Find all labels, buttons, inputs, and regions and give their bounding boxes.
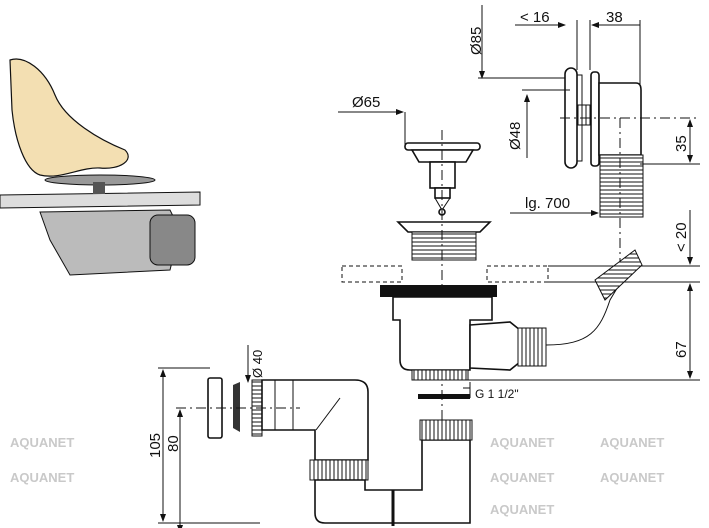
watermarks: AQUANET AQUANET AQUANET AQUANET AQUANET … (10, 435, 664, 517)
dim-outlet-height: 80 (165, 435, 182, 452)
dim-stopper-diameter: Ø65 (352, 94, 380, 111)
watermark: AQUANET (600, 435, 664, 450)
dim-wall-thickness: < 16 (520, 9, 550, 26)
dim-overflow-diameter: Ø85 (468, 27, 485, 55)
foot-press-illustration (0, 58, 201, 276)
overflow-plate (560, 67, 700, 270)
bottle-trap (207, 377, 473, 526)
watermark: AQUANET (490, 502, 554, 517)
dim-thread: G 1 1/2" (475, 387, 519, 401)
popup-stopper (396, 130, 492, 420)
watermark: AQUANET (10, 470, 74, 485)
dimension-lines (158, 5, 700, 528)
dim-overflow-depth: 38 (606, 9, 623, 26)
dim-trap-height: 105 (147, 433, 164, 458)
watermark: AQUANET (490, 470, 554, 485)
dim-hose-length: lg. 700 (525, 195, 570, 212)
dim-tub-thickness: < 20 (673, 222, 690, 252)
drain-body (380, 249, 643, 399)
dim-overflow-hole: Ø48 (507, 122, 524, 150)
tub-outline (341, 265, 700, 283)
watermark: AQUANET (10, 435, 74, 450)
dim-overflow-offset: 35 (673, 135, 690, 152)
dim-outlet-diameter: Ø 40 (250, 350, 265, 378)
watermark: AQUANET (600, 470, 664, 485)
dim-body-height: 67 (673, 341, 690, 358)
watermark: AQUANET (490, 435, 554, 450)
